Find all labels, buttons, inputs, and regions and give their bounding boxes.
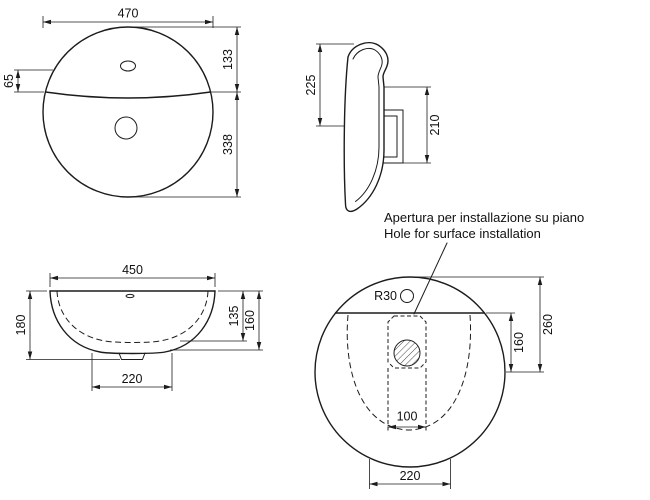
label-mask (392, 410, 422, 423)
bottom-bowl-dashed (346, 314, 472, 431)
dim-bottom-center-depth: 260 (413, 276, 555, 372)
bottom-hole-depth-label: 160 (512, 332, 526, 353)
dim-bottom-base-width: 220 (369, 459, 451, 489)
front-bowl-outer (49, 290, 216, 355)
dim-plan-width: 470 (42, 7, 214, 28)
plan-tap-offset-label: 65 (2, 74, 16, 88)
dim-bottom-hole-width: 100 (387, 368, 427, 433)
front-outer-depth-label: 160 (243, 310, 257, 331)
side-view: 225 210 (304, 41, 442, 213)
bottom-view: R30 Apertura per installazione su piano … (314, 210, 584, 489)
corner-radius-label: R30 (374, 289, 397, 303)
radius-reference-circle (400, 289, 414, 303)
side-mount-bracket-inner (383, 115, 398, 158)
drain-hole (114, 116, 138, 140)
basin-outer-circle (42, 26, 214, 198)
side-back-height-label: 210 (428, 115, 442, 136)
plan-width-label: 470 (118, 7, 139, 21)
installation-hole-hatched (387, 315, 427, 369)
side-profile-inner (352, 47, 383, 202)
front-inner-depth-label: 135 (227, 306, 241, 327)
annotation-italian: Apertura per installazione su piano (384, 210, 584, 225)
plan-view: 470 65 133 338 (2, 7, 241, 198)
side-mount-bracket (382, 109, 404, 164)
side-front-height-label: 225 (304, 75, 318, 96)
dim-front-depths: 135 160 (170, 290, 263, 351)
dim-side-front-height: 225 (304, 43, 354, 127)
dim-side-back-height: 210 (384, 86, 442, 164)
front-base-width-label: 220 (122, 372, 143, 386)
bottom-outer-circle (314, 276, 506, 468)
front-tap-hole-mark (125, 293, 135, 299)
tap-hole (120, 60, 136, 72)
front-width-label: 450 (122, 263, 143, 277)
dim-bottom-hole-depth: 160 (486, 312, 544, 373)
dim-plan-tap-offset: 65 (2, 69, 53, 93)
annotation-english: Hole for surface installation (384, 226, 541, 241)
plan-rim-depth-label: 133 (221, 49, 235, 70)
bottom-base-width-label: 220 (400, 469, 421, 483)
bottom-drain-hole-hatched (393, 339, 421, 367)
front-bowl-inner-dashed (56, 290, 209, 343)
dim-front-total-height: 180 (14, 290, 120, 360)
basin-rim-line (44, 91, 212, 99)
dim-front-width: 450 (49, 263, 216, 287)
bottom-center-depth-label: 260 (541, 314, 555, 335)
dim-plan-depths: 133 338 (132, 26, 241, 198)
side-profile-outer (343, 41, 389, 213)
annotation-leader-line (413, 242, 448, 315)
front-drain-stub (118, 352, 146, 360)
front-total-height-label: 180 (14, 315, 28, 336)
dim-front-base-width: 220 (91, 353, 173, 391)
plan-bowl-depth-label: 338 (221, 134, 235, 155)
bottom-hole-width-label: 100 (397, 410, 418, 424)
front-view: 450 180 135 160 220 (14, 263, 263, 391)
